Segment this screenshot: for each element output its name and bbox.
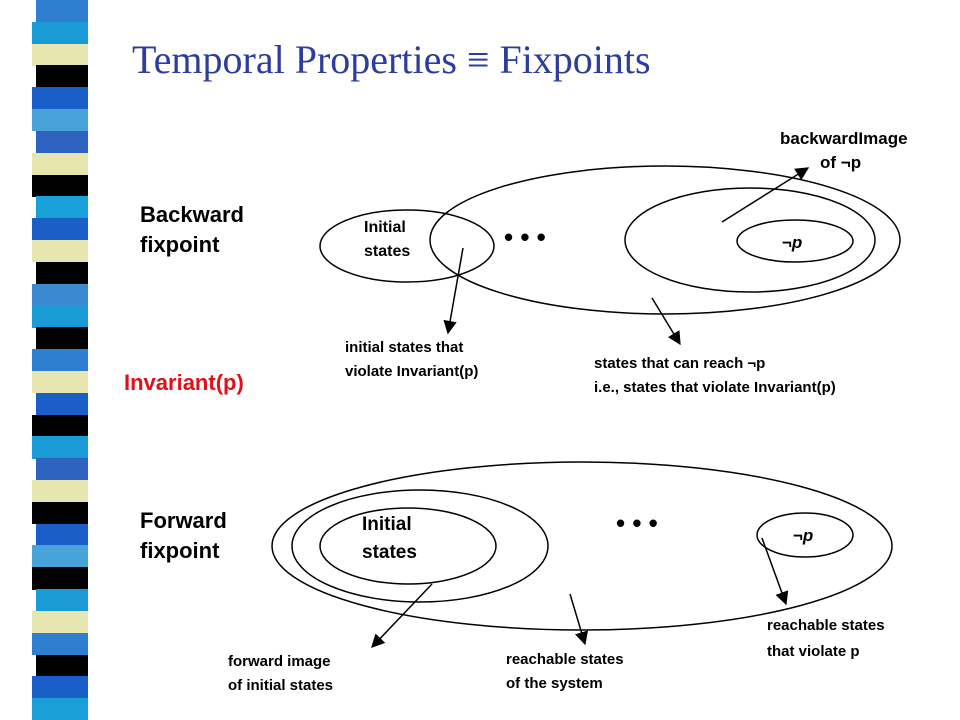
backward-image-label-line1: backwardImage <box>780 129 908 148</box>
stripe-segment <box>32 240 88 263</box>
backward-heading-line2: fixpoint <box>140 232 220 257</box>
forward-callout-image: forward image of initial states <box>228 653 335 694</box>
stripe-segment <box>32 567 88 590</box>
stripe-segment <box>32 698 88 720</box>
stripe-shadow <box>88 0 106 720</box>
stripe-segment <box>36 196 88 219</box>
forward-initial-label: Initial states <box>362 514 417 563</box>
invariant-label: Invariant(p) <box>124 370 244 395</box>
stripe-segment <box>32 414 88 437</box>
stripe-segment <box>32 152 88 176</box>
backward-heading: Backward fixpoint <box>140 202 250 257</box>
backward-heading-line1: Backward <box>140 202 244 227</box>
backward-outer-ellipse <box>429 165 901 315</box>
stripe-segment <box>32 370 88 394</box>
stripe-segment <box>32 501 88 525</box>
backward-neg-p-ellipse <box>736 219 854 263</box>
stripe-segment <box>32 21 88 45</box>
backward-initial-states-ellipse <box>319 209 495 283</box>
stripe-segment <box>36 0 88 23</box>
forward-neg-p-label: ¬p <box>793 526 813 545</box>
stripe-segment <box>36 654 88 677</box>
backward-neg-p-label: ¬p <box>782 233 802 252</box>
forward-heading-line2: fixpoint <box>140 538 220 563</box>
stripe-segment <box>32 610 88 634</box>
forward-neg-p-ellipse <box>756 512 854 558</box>
backward-callout-initial: initial states that violate Invariant(p) <box>345 339 478 380</box>
backward-initial-label-line1: Initial <box>364 219 406 236</box>
decorative-stripe-bar <box>32 0 88 720</box>
forward-image-arrow <box>371 583 433 648</box>
backward-image-label: backwardImage of ¬p <box>780 129 912 172</box>
stripe-segment <box>32 349 88 372</box>
stripe-segment <box>32 43 88 66</box>
forward-violate-arrow <box>761 537 789 606</box>
stripe-segment <box>36 261 88 285</box>
forward-callout-violate: reachable states that violate p <box>767 617 889 660</box>
stripe-segment <box>36 458 88 481</box>
stripe-segment <box>32 109 88 132</box>
stripe-segment <box>32 174 88 197</box>
stripe-segment <box>32 545 88 568</box>
forward-callout-reach-line1: reachable states <box>506 651 624 668</box>
slide-title: Temporal Properties ≡ Fixpoints <box>132 37 651 82</box>
forward-reachable-ellipse <box>271 461 893 631</box>
backward-dots: • • • <box>504 222 546 252</box>
stripe-segment <box>32 87 88 110</box>
backward-initial-arrow <box>443 247 464 335</box>
stripe-segment <box>32 436 88 459</box>
backward-callout-initial-line2: violate Invariant(p) <box>345 363 478 380</box>
stripe-segment <box>32 218 88 241</box>
forward-dots: • • • <box>616 508 658 538</box>
stripe-segment <box>32 305 88 328</box>
stripe-segment <box>36 327 88 350</box>
forward-initial-label-line2: states <box>362 542 417 563</box>
forward-callout-image-line2: of initial states <box>228 677 333 694</box>
backward-initial-label: Initial states <box>364 219 410 260</box>
stripe-segment <box>32 283 88 306</box>
backward-callout-reach-line1: states that can reach ¬p <box>594 355 765 372</box>
backward-callout-reach: states that can reach ¬p i.e., states th… <box>594 355 836 396</box>
backward-image-label-line2: of ¬p <box>820 153 861 172</box>
forward-initial-label-line1: Initial <box>362 514 412 535</box>
forward-callout-image-line1: forward image <box>228 653 331 670</box>
backward-image-ellipse <box>624 187 876 293</box>
stripe-segment <box>32 480 88 503</box>
forward-initial-states-ellipse <box>319 507 497 585</box>
stripe-segment <box>36 523 88 546</box>
forward-reach-arrow <box>569 593 588 646</box>
forward-heading-line1: Forward <box>140 508 227 533</box>
forward-callout-reach-line2: of the system <box>506 675 603 692</box>
forward-callout-reach: reachable states of the system <box>506 651 628 692</box>
stripe-segment <box>36 130 88 154</box>
forward-callout-violate-line2: that violate p <box>767 643 860 660</box>
forward-heading: Forward fixpoint <box>140 508 233 563</box>
forward-image-ellipse <box>291 489 549 603</box>
backward-initial-label-line2: states <box>364 243 410 260</box>
stripe-segment <box>32 632 88 656</box>
backward-callout-initial-line1: initial states that <box>345 339 463 356</box>
stripe-segment <box>36 589 88 612</box>
backward-callout-reach-line2: i.e., states that violate Invariant(p) <box>594 379 836 396</box>
stripe-segment <box>32 676 88 699</box>
stripe-segment <box>36 65 88 88</box>
backward-image-arrow <box>721 167 810 223</box>
stripe-segment <box>36 392 88 416</box>
forward-callout-violate-line1: reachable states <box>767 617 885 634</box>
backward-reach-arrow <box>651 297 681 346</box>
